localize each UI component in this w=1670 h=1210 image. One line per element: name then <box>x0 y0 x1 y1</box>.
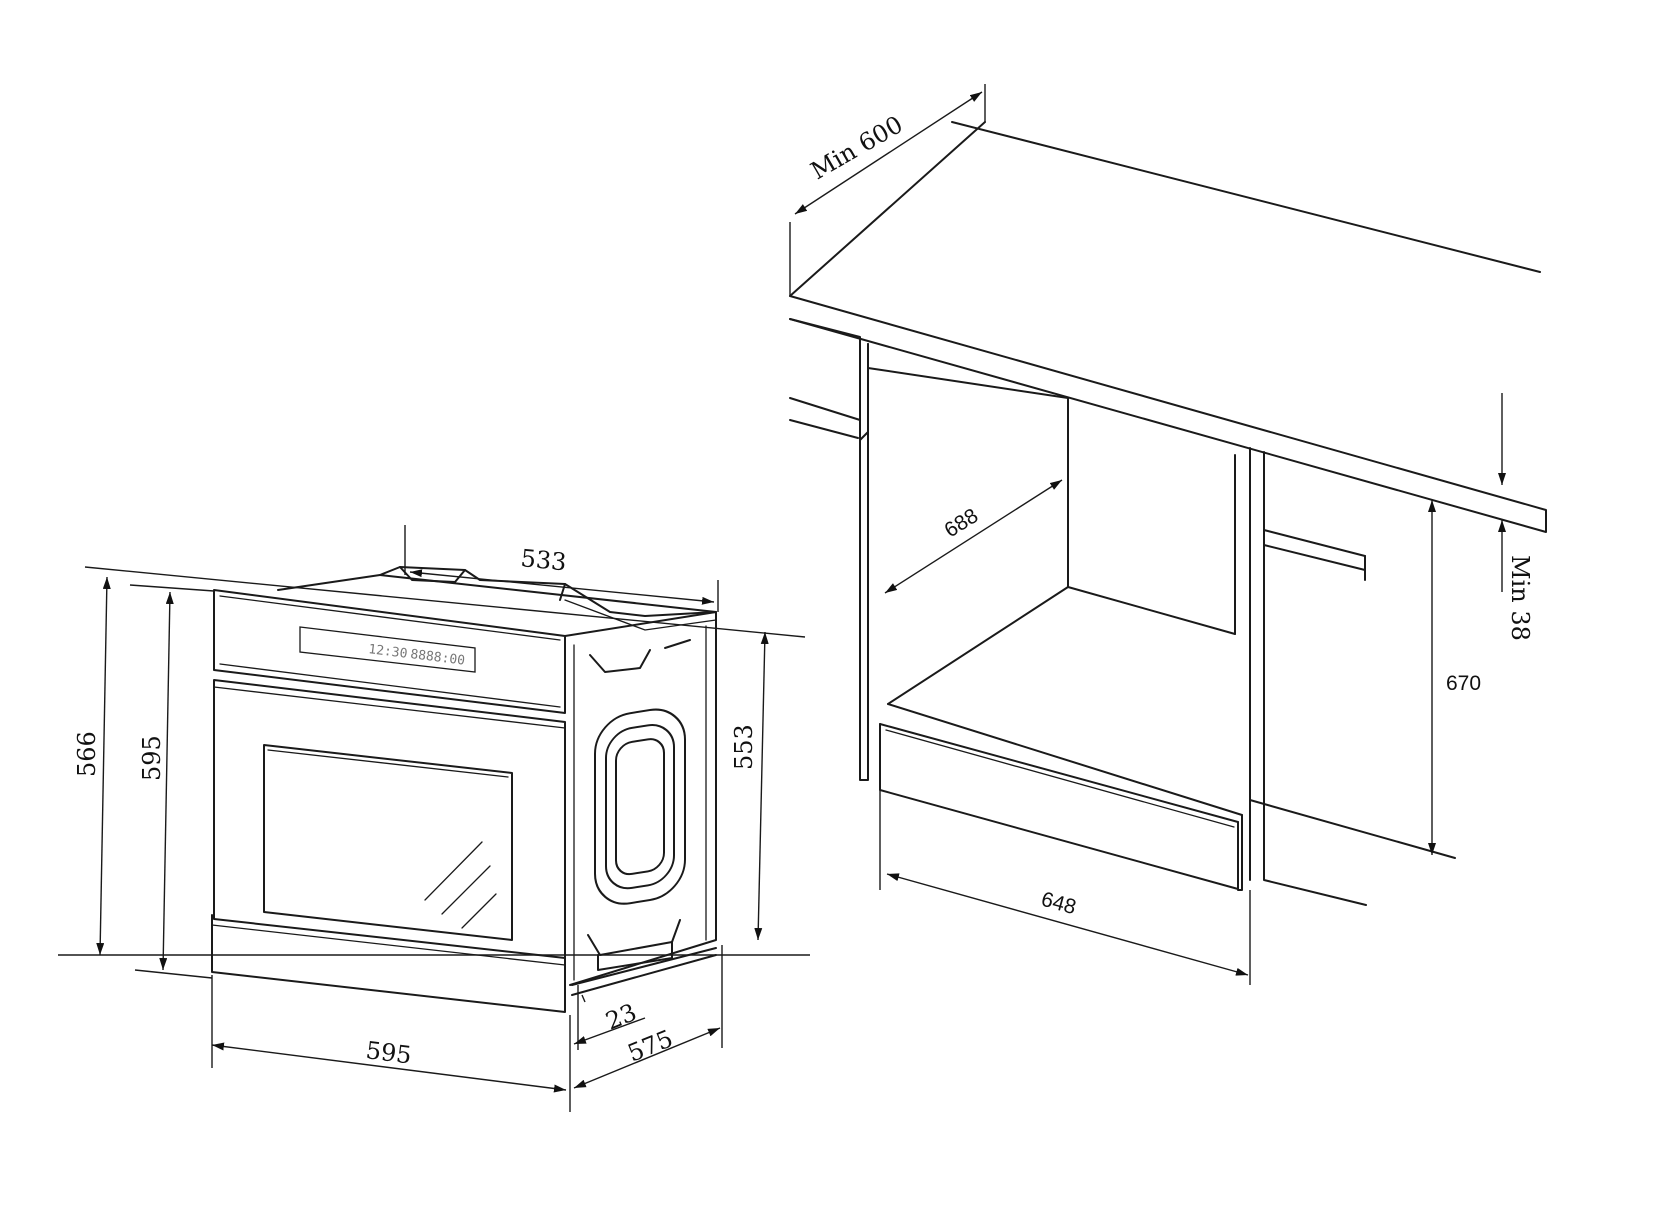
dim-niche-width: 648 <box>1039 888 1079 920</box>
dim-door-thickness: 23 <box>602 998 641 1035</box>
cabinet-drawing: Min 600 688 Min 38 <box>789 84 1547 985</box>
side-fan-housing <box>594 708 686 905</box>
display-time: 12:30 <box>368 642 409 662</box>
oven-window <box>263 744 513 941</box>
dim-bottom-width: 595 <box>364 1036 413 1069</box>
oven-display <box>299 626 476 673</box>
dim-side-height: 553 <box>730 724 758 770</box>
dim-niche-height: 670 <box>1446 672 1481 695</box>
oven-control-panel <box>213 589 566 714</box>
countertop <box>789 295 1547 533</box>
oven-drawing: 12:30 8888:00 <box>58 525 810 1112</box>
dim-niche-depth: 688 <box>940 504 982 542</box>
dim-countertop-thickness: Min 38 <box>1506 555 1534 641</box>
display-counter: 8888:00 <box>410 647 466 669</box>
dim-bottom-depth: 575 <box>624 1024 677 1067</box>
dim-top-depth: 533 <box>519 544 567 576</box>
dim-left-height: 566 <box>73 731 101 777</box>
dim-front-height: 595 <box>138 735 166 781</box>
niche-floor <box>887 586 1069 705</box>
